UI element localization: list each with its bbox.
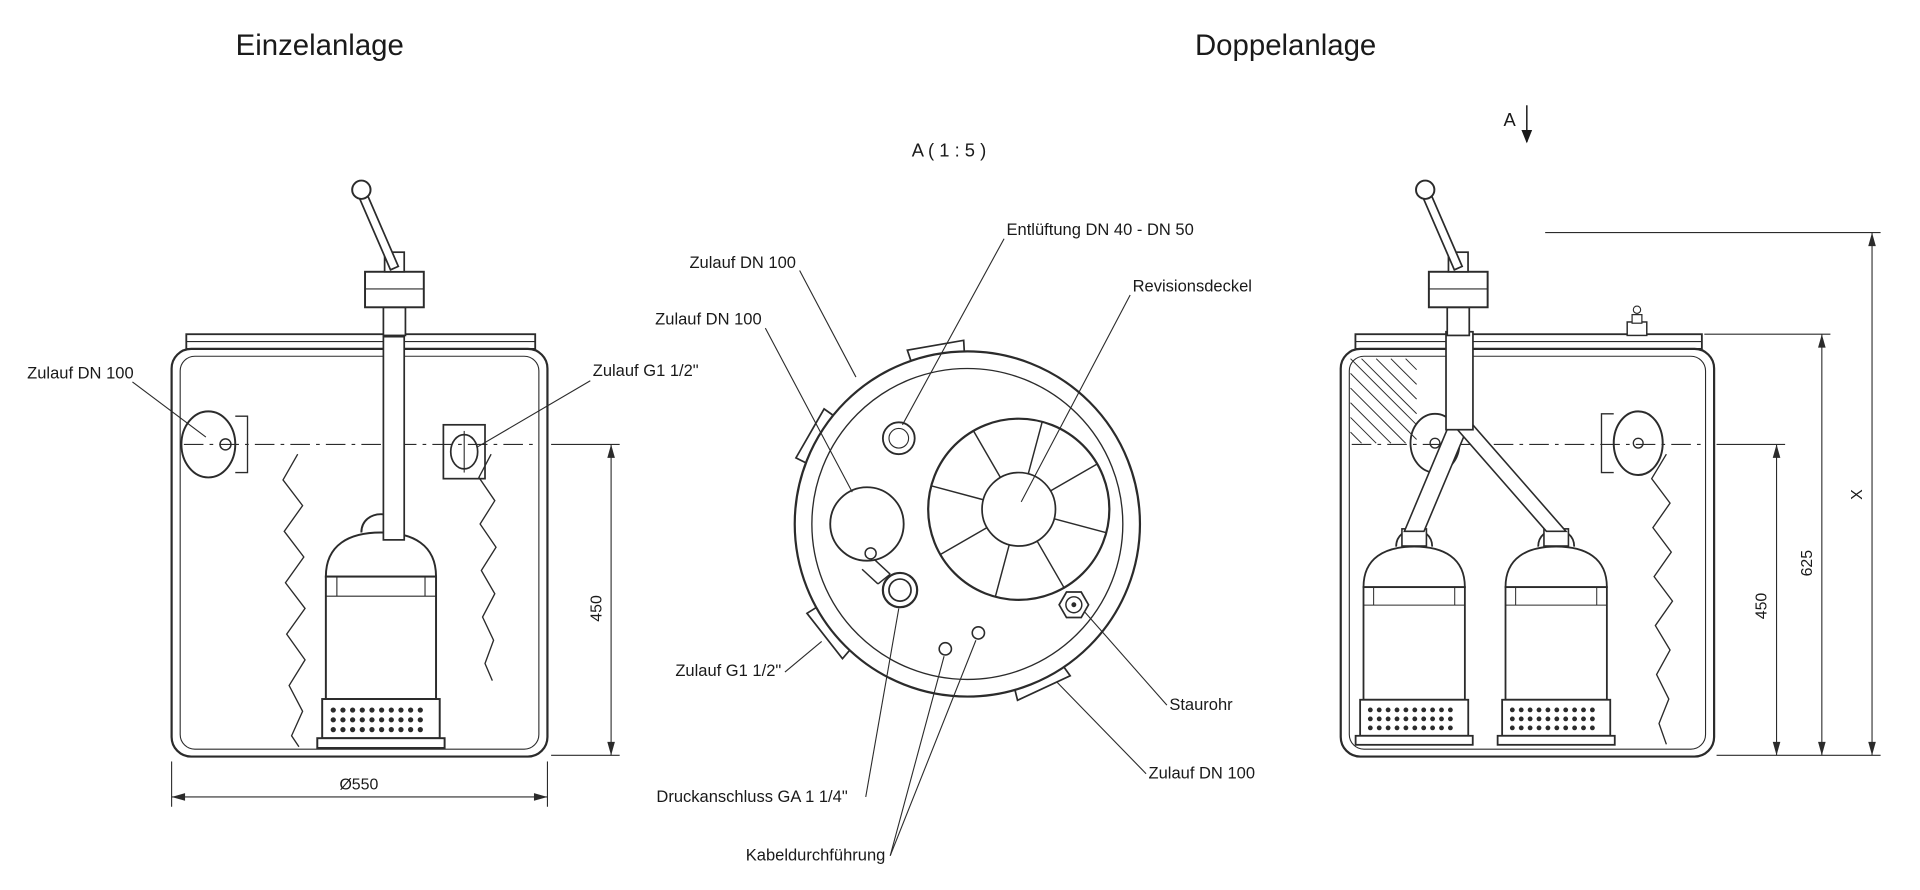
leader-line — [865, 608, 900, 798]
callout-zulauf-dn100: Zulauf DN 100 — [27, 363, 207, 438]
inlet-opening — [829, 486, 905, 585]
section-break-line — [1650, 453, 1674, 745]
dimension-diameter: Ø550 — [171, 761, 548, 807]
pump-1 — [1356, 530, 1473, 745]
dimension-450: 450 — [551, 443, 620, 756]
discharge-piping — [1401, 330, 1570, 547]
callout-druckanschluss: Druckanschluss GA 1 1/4" — [656, 608, 900, 806]
section-marker-label: A — [1504, 109, 1517, 130]
dimension-450-label: 450 — [1754, 593, 1771, 620]
stau-tube-nut — [1058, 591, 1090, 619]
label-kabeldurchfuehrung: Kabeldurchführung — [746, 846, 886, 865]
callout-zulauf-g112: Zulauf G1 1/2" — [477, 361, 699, 448]
revision-cover — [927, 417, 1111, 601]
inlet-dn100-right — [1600, 410, 1664, 476]
label-zulauf-dn100-mid: Zulauf DN 100 — [655, 309, 761, 328]
leader-line — [799, 270, 857, 378]
leader-line — [901, 238, 1005, 426]
leader-line — [764, 327, 853, 493]
tank-lid — [1354, 333, 1703, 350]
ball-valve — [1415, 179, 1489, 337]
inlet-g112 — [442, 423, 486, 480]
cable-gland-holes — [938, 625, 986, 656]
pressure-connection — [881, 571, 919, 609]
leader-line — [784, 641, 823, 673]
label-zulauf-dn100-lower: Zulauf DN 100 — [1149, 764, 1256, 783]
leader-line — [889, 640, 977, 856]
top-view-title: A ( 1 : 5 ) — [912, 140, 987, 161]
einzelanlage-title: Einzelanlage — [236, 29, 404, 62]
callout-zulauf-dn100-lower: Zulauf DN 100 — [1056, 681, 1256, 783]
callout-entlueftung: Entlüftung DN 40 - DN 50 — [901, 220, 1194, 426]
tank-body — [1339, 347, 1716, 758]
inlet-dn100 — [180, 410, 249, 479]
leader-line — [477, 380, 591, 448]
label-zulauf-g112: Zulauf G1 1/2" — [593, 361, 699, 380]
doppelanlage-view: Doppelanlage A — [1195, 29, 1881, 758]
dimension-625: 625 — [1704, 333, 1831, 756]
leader-line — [889, 656, 945, 856]
discharge-pipe — [382, 335, 406, 541]
dimension-diameter-label: Ø550 — [339, 777, 378, 794]
doppelanlage-title: Doppelanlage — [1195, 29, 1376, 62]
tank-lid — [185, 333, 537, 350]
leader-line — [132, 381, 207, 438]
leader-line — [1020, 294, 1131, 503]
dimension-x: X — [1545, 232, 1881, 756]
callout-zulauf-g112: Zulauf G1 1/2" — [675, 641, 823, 680]
einzelanlage-view: Einzelanlage — [27, 29, 699, 807]
ball-valve — [351, 179, 425, 337]
callout-zulauf-dn100-upper: Zulauf DN 100 — [689, 253, 857, 378]
top-view: A ( 1 : 5 ) — [655, 140, 1255, 865]
label-zulauf-dn100: Zulauf DN 100 — [27, 363, 134, 382]
dimension-625-label: 625 — [1799, 550, 1816, 577]
section-hatching — [1350, 358, 1417, 444]
dimension-450-label: 450 — [588, 595, 605, 622]
tank-body — [170, 347, 549, 758]
vent-opening — [881, 421, 916, 456]
pump-2 — [1498, 530, 1615, 745]
dimension-x-label: X — [1849, 489, 1866, 500]
callout-revisionsdeckel: Revisionsdeckel — [1020, 276, 1252, 503]
label-zulauf-g112: Zulauf G1 1/2" — [675, 661, 781, 680]
label-druckanschluss: Druckanschluss GA 1 1/4" — [656, 787, 847, 806]
label-entlueftung: Entlüftung DN 40 - DN 50 — [1007, 220, 1194, 239]
label-revisionsdeckel: Revisionsdeckel — [1133, 276, 1252, 295]
pump — [317, 514, 444, 748]
label-zulauf-dn100-upper: Zulauf DN 100 — [689, 253, 796, 272]
section-arrow: A — [1504, 105, 1533, 144]
callout-zulauf-dn100-mid: Zulauf DN 100 — [655, 309, 853, 493]
leader-line — [1056, 681, 1147, 775]
vent-fitting — [1626, 305, 1648, 337]
callout-kabeldurchfuehrung: Kabeldurchführung — [746, 640, 977, 865]
dimension-450: 450 — [1716, 443, 1881, 756]
leader-line — [1084, 611, 1168, 706]
tank-rim — [793, 339, 1142, 702]
section-break-lines — [282, 453, 497, 748]
label-staurohr: Staurohr — [1169, 695, 1233, 714]
callout-staurohr: Staurohr — [1084, 611, 1233, 714]
